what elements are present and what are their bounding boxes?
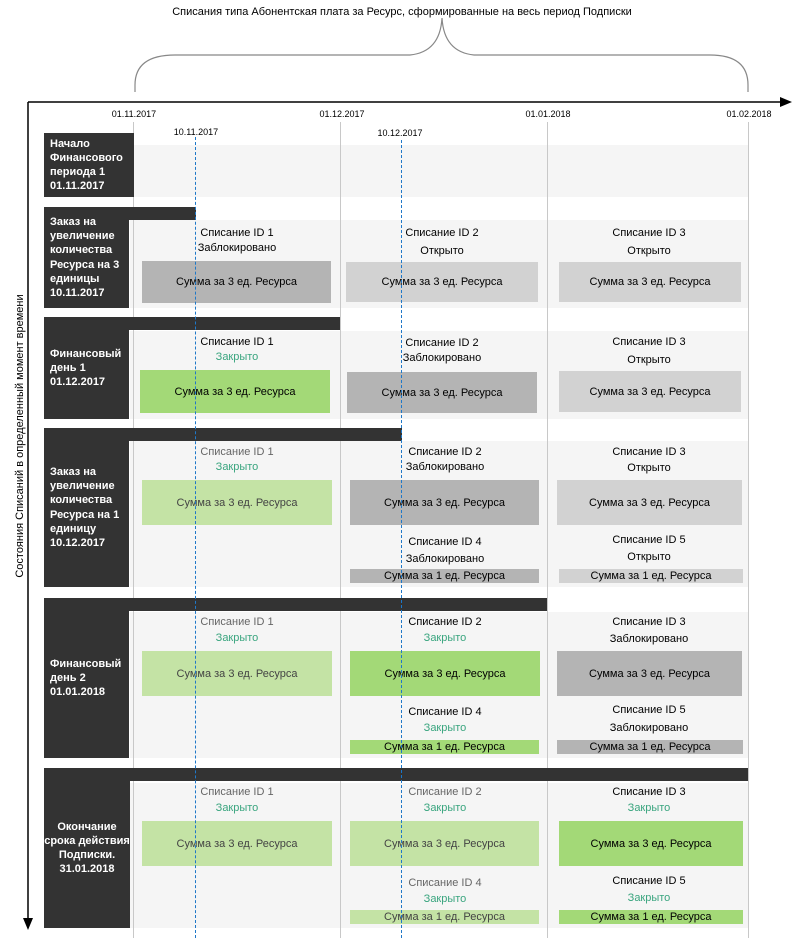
date-gridline: [133, 122, 134, 938]
event-line-10-12: [401, 140, 402, 938]
writeoff-title: Списание ID 1: [200, 786, 274, 798]
writeoff-title: Списание ID 4: [408, 536, 482, 548]
writeoff-title: Списание ID 2: [405, 337, 479, 349]
writeoff-status: Закрыто: [423, 802, 467, 814]
date-label: 01.01.2018: [525, 109, 571, 119]
date-gridline: [340, 122, 341, 938]
row-band: [130, 145, 748, 197]
amount-box: Сумма за 1 ед. Ресурса: [557, 740, 743, 754]
writeoff-status: Заблокировано: [405, 461, 485, 473]
writeoff-title: Списание ID 3: [612, 616, 686, 628]
writeoff-title: Списание ID 1: [200, 616, 274, 628]
writeoff-title: Списание ID 1: [200, 336, 274, 348]
writeoff-status: Заблокировано: [405, 553, 485, 565]
writeoff-title: Списание ID 1: [200, 446, 274, 458]
writeoff-status: Открыто: [627, 354, 671, 366]
y-axis-label: Состояния Списаний в определенный момент…: [14, 294, 26, 578]
writeoff-status: Закрыто: [215, 802, 259, 814]
writeoff-status: Открыто: [627, 551, 671, 563]
amount-box: Сумма за 3 ед. Ресурса: [557, 651, 742, 696]
progress-bar: [129, 207, 196, 220]
writeoff-status: Закрыто: [627, 892, 671, 904]
writeoff-title: Списание ID 4: [408, 877, 482, 889]
date-gridline: [547, 122, 548, 938]
amount-box: Сумма за 1 ед. Ресурса: [350, 569, 539, 583]
row-label: Заказ на увеличение количества Ресурса н…: [44, 207, 129, 308]
writeoff-status: Открыто: [627, 462, 671, 474]
writeoff-title: Списание ID 5: [612, 875, 686, 887]
amount-box: Сумма за 3 ед. Ресурса: [350, 480, 539, 525]
amount-box: Сумма за 3 ед. Ресурса: [142, 821, 332, 866]
row-label: Финансовый день 2 01.01.2018: [44, 598, 129, 758]
writeoff-title: Списание ID 3: [612, 336, 686, 348]
writeoff-title: Списание ID 5: [612, 704, 686, 716]
writeoff-title: Списание ID 2: [408, 446, 482, 458]
writeoff-title: Списание ID 3: [612, 227, 686, 239]
amount-box: Сумма за 3 ед. Ресурса: [346, 262, 538, 302]
amount-box: Сумма за 1 ед. Ресурса: [559, 569, 743, 583]
progress-bar: [129, 598, 547, 611]
row-label: Начало Финансового периода 1 01.11.2017: [44, 133, 134, 197]
row-label: Финансовый день 1 01.12.2017: [44, 317, 129, 419]
time-axis-arrow: [780, 97, 792, 107]
writeoff-title: Списание ID 5: [612, 534, 686, 546]
amount-box: Сумма за 3 ед. Ресурса: [142, 480, 332, 525]
progress-bar: [129, 317, 340, 330]
period-brace: [134, 17, 749, 92]
writeoff-status: Заблокировано: [609, 722, 689, 734]
writeoff-status: Заблокировано: [402, 352, 482, 364]
writeoff-title: Списание ID 3: [612, 446, 686, 458]
writeoff-title: Списание ID 3: [612, 786, 686, 798]
writeoff-title: Списание ID 2: [405, 227, 479, 239]
writeoff-status: Открыто: [627, 245, 671, 257]
writeoff-status: Заблокировано: [609, 633, 689, 645]
amount-box: Сумма за 3 ед. Ресурса: [142, 651, 332, 696]
amount-box: Сумма за 1 ед. Ресурса: [350, 740, 539, 754]
amount-box: Сумма за 3 ед. Ресурса: [140, 370, 330, 413]
diagram-title: Списания типа Абонентская плата за Ресур…: [172, 6, 632, 18]
amount-box: Сумма за 3 ед. Ресурса: [559, 821, 743, 866]
writeoff-title: Списание ID 2: [408, 616, 482, 628]
amount-box: Сумма за 3 ед. Ресурса: [142, 261, 331, 303]
event-date-label: 10.12.2017: [377, 128, 423, 138]
event-line-10-11: [195, 137, 196, 938]
date-label: 01.12.2017: [319, 109, 365, 119]
writeoff-status: Закрыто: [423, 632, 467, 644]
writeoff-status: Закрыто: [215, 461, 259, 473]
date-label: 01.02.2018: [726, 109, 772, 119]
amount-box: Сумма за 3 ед. Ресурса: [350, 651, 540, 696]
amount-box: Сумма за 1 ед. Ресурса: [559, 910, 743, 924]
progress-bar: [130, 768, 748, 781]
writeoff-status: Заблокировано: [197, 242, 277, 254]
writeoff-title: Списание ID 1: [200, 227, 274, 239]
date-gridline: [748, 122, 749, 938]
amount-box: Сумма за 3 ед. Ресурса: [559, 262, 741, 302]
writeoff-title: Списание ID 2: [408, 786, 482, 798]
state-axis-arrow: [23, 918, 33, 930]
row-label: Окончание срока действия Подписки. 31.01…: [44, 768, 130, 928]
row-label: Заказ на увеличение количества Ресурса н…: [44, 428, 129, 587]
writeoff-title: Списание ID 4: [408, 706, 482, 718]
amount-box: Сумма за 3 ед. Ресурса: [559, 371, 741, 412]
writeoff-status: Закрыто: [627, 802, 671, 814]
progress-bar: [129, 428, 402, 441]
writeoff-status: Закрыто: [215, 632, 259, 644]
writeoff-status: Закрыто: [423, 893, 467, 905]
writeoff-status: Закрыто: [215, 351, 259, 363]
date-label: 01.11.2017: [111, 109, 157, 119]
amount-box: Сумма за 3 ед. Ресурса: [347, 372, 537, 413]
amount-box: Сумма за 1 ед. Ресурса: [350, 910, 539, 924]
writeoff-status: Закрыто: [423, 722, 467, 734]
amount-box: Сумма за 3 ед. Ресурса: [350, 821, 539, 866]
amount-box: Сумма за 3 ед. Ресурса: [557, 480, 742, 525]
event-date-label: 10.11.2017: [173, 127, 219, 137]
writeoff-status: Открыто: [420, 245, 464, 257]
